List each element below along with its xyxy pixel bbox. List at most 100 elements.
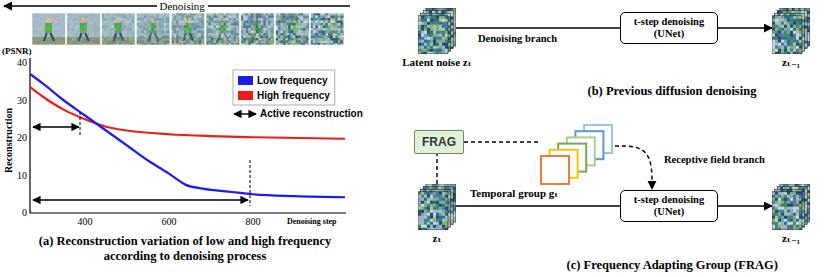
noise-cell xyxy=(156,28,159,31)
noise-cell xyxy=(141,31,144,34)
noise-cell xyxy=(194,13,197,16)
noise-cell xyxy=(47,38,50,41)
noise-cell xyxy=(60,28,63,31)
noise-cell xyxy=(127,16,130,19)
noise-cell xyxy=(229,38,232,41)
noise-cell xyxy=(117,26,120,29)
noise-cell xyxy=(84,38,87,41)
noise-cell xyxy=(424,16,427,19)
noise-cell xyxy=(132,23,135,26)
noise-cell xyxy=(74,18,77,21)
noise-cell xyxy=(37,13,40,16)
noise-cell xyxy=(122,31,125,34)
noise-cell xyxy=(236,41,239,44)
axis-label: Denoising step xyxy=(287,217,337,226)
noise-cell xyxy=(117,21,120,24)
noise-cell xyxy=(323,18,326,21)
noise-cell xyxy=(114,31,117,34)
noise-cell xyxy=(333,36,336,39)
noise-cell xyxy=(119,36,122,39)
noise-cell xyxy=(89,36,92,39)
noise-cell xyxy=(129,18,132,21)
noise-cell xyxy=(146,26,149,29)
noise-cell xyxy=(179,18,182,21)
noise-cell xyxy=(35,16,38,19)
noise-cell xyxy=(104,33,107,36)
noise-cell xyxy=(315,28,318,31)
noise-cell xyxy=(293,33,296,36)
noise-cell xyxy=(67,31,70,34)
noise-cell xyxy=(276,31,279,34)
noise-cell xyxy=(122,41,125,44)
noise-cell xyxy=(119,41,122,44)
noise-cell xyxy=(266,41,269,44)
noise-cell xyxy=(201,16,204,19)
noise-cell xyxy=(146,41,149,44)
noise-cell xyxy=(258,26,261,29)
noise-cell xyxy=(104,38,107,41)
noise-cell xyxy=(156,13,159,16)
noise-cell xyxy=(226,13,229,16)
noise-cell xyxy=(261,23,264,26)
noise-cell xyxy=(298,26,301,29)
noise-cell xyxy=(151,28,154,31)
noise-cell xyxy=(214,16,217,19)
noise-cell xyxy=(57,41,60,44)
noise-cell xyxy=(315,26,318,29)
noise-cell xyxy=(325,16,328,19)
noise-cell xyxy=(325,18,328,21)
noise-cell xyxy=(144,18,147,21)
noise-cell xyxy=(107,36,110,39)
noise-cell xyxy=(333,33,336,36)
noise-cell xyxy=(176,23,179,26)
noise-cell xyxy=(328,13,331,16)
noise-cell xyxy=(191,38,194,41)
noise-cell xyxy=(161,33,164,36)
noise-cell xyxy=(139,28,142,31)
noise-cell xyxy=(72,36,75,39)
noise-cell xyxy=(221,26,224,29)
noise-cell xyxy=(166,41,169,44)
noise-cell xyxy=(268,13,271,16)
noise-cell xyxy=(243,41,246,44)
noise-cell xyxy=(97,38,100,41)
noise-cell xyxy=(256,26,258,29)
noise-cell xyxy=(117,16,120,19)
noise-cell xyxy=(94,28,97,31)
noise-cell xyxy=(199,18,202,21)
noise-cell xyxy=(256,28,258,31)
noise-cell xyxy=(224,33,227,36)
noise-cell xyxy=(320,26,323,29)
noise-cell xyxy=(340,33,343,36)
noise-cell xyxy=(136,18,139,21)
noise-cell xyxy=(328,16,331,19)
noise-cell xyxy=(47,21,50,24)
noise-cell xyxy=(214,38,217,41)
noise-cell xyxy=(55,16,58,19)
noise-cell xyxy=(301,18,304,21)
noise-cell xyxy=(159,23,162,26)
noise-cell xyxy=(209,18,212,21)
noise-cell xyxy=(318,16,321,19)
noise-cell xyxy=(283,36,286,39)
noise-cell xyxy=(301,13,304,16)
noise-cell xyxy=(229,28,232,31)
noise-cell xyxy=(174,18,177,21)
noise-cell xyxy=(84,18,87,21)
noise-cell xyxy=(219,28,222,31)
noise-cell xyxy=(166,16,169,19)
noise-cell xyxy=(281,28,284,31)
noise-cell xyxy=(60,23,63,26)
noise-cell xyxy=(288,33,291,36)
noise-cell xyxy=(335,23,338,26)
noise-cell xyxy=(89,33,92,36)
noise-cell xyxy=(79,38,82,41)
noise-cell xyxy=(335,16,338,19)
noise-cell xyxy=(92,36,95,39)
noise-cell xyxy=(283,31,286,34)
noise-cell xyxy=(271,28,274,31)
noise-cell xyxy=(201,18,204,21)
noise-cell xyxy=(219,26,222,29)
noise-cell xyxy=(37,36,40,39)
noise-cell xyxy=(42,23,45,26)
